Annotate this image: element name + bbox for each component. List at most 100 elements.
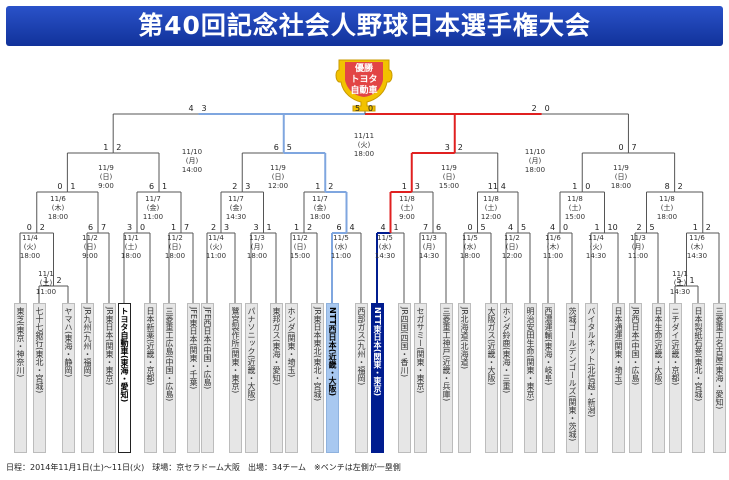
score: 0	[563, 223, 569, 232]
match-date: 11/9	[98, 164, 114, 172]
match-date: 11/1	[123, 234, 139, 242]
match-time: 11:00	[35, 288, 57, 296]
match-time: 12:00	[267, 182, 289, 190]
score: 1	[266, 223, 272, 232]
match-time: 18:00	[19, 252, 41, 260]
team-name: 大阪ガス(近畿・大阪)	[487, 307, 496, 386]
match-time: 18:00	[353, 150, 375, 158]
match-time: 18:00	[164, 252, 186, 260]
match-day: (月)	[631, 243, 645, 251]
match-date-label: 11/6(木)14:30	[683, 234, 711, 261]
team-box: NTT西日本(近畿・大阪)	[326, 303, 339, 453]
match-date-label: 11/7(金)18:00	[306, 195, 334, 222]
match-time: 9:00	[399, 213, 415, 221]
score: 2	[531, 104, 537, 113]
team-box: 日本生命(近畿・大阪)	[652, 303, 665, 453]
match-time: 14:00	[181, 166, 203, 174]
match-date-label: 11/10(月)14:00	[178, 148, 206, 175]
match-date-label: 11/8(土)18:00	[653, 195, 681, 222]
match-day: (火)	[23, 243, 37, 251]
match-date-label: 11/3(月)18:00	[243, 234, 271, 261]
match-date: 11/4	[208, 234, 224, 242]
match-day: (土)	[484, 204, 498, 212]
champion-badge-text: 優勝 トヨタ 自動車	[342, 64, 386, 97]
match-date: 11/2	[82, 234, 98, 242]
match-day: (日)	[168, 243, 182, 251]
team-name: JFE西日本(中国・広島)	[203, 307, 212, 390]
score: 1	[171, 223, 177, 232]
score: 1	[70, 182, 76, 191]
score: 6	[436, 223, 442, 232]
champion-badge-line1: 優勝	[354, 64, 373, 74]
match-day: (日)	[271, 173, 285, 181]
score: 1	[103, 143, 109, 152]
score: 8	[664, 182, 670, 191]
match-day: (木)	[690, 243, 704, 251]
team-name: 七十七銀行(東北・宮城)	[35, 307, 44, 394]
score: 4	[349, 223, 355, 232]
match-time: 14:30	[669, 288, 691, 296]
champion-badge-line2: トヨタ	[350, 75, 378, 85]
score: 6	[273, 143, 279, 152]
match-date: 11/6	[545, 234, 561, 242]
team-box: トヨタ自動車(東海・愛知)	[118, 303, 131, 453]
match-day: (日)	[83, 243, 97, 251]
match-date: 11/9	[613, 164, 629, 172]
score: 2	[39, 223, 45, 232]
match-date-label: 11/2(日)9:00	[76, 234, 104, 261]
champion-badge-icon	[335, 59, 393, 112]
score: 1	[315, 182, 321, 191]
match-time: 14:30	[418, 252, 440, 260]
match-date: 11/5	[377, 234, 393, 242]
score: 0	[467, 223, 473, 232]
match-day: (金)	[229, 204, 243, 212]
match-date: 11/10	[524, 148, 546, 156]
footer-note: 日程：2014年11月1日(土)～11日(火) 球場：京セラドーム大阪 出場：3…	[6, 463, 401, 472]
score: 3	[201, 104, 207, 113]
score: 2	[307, 223, 313, 232]
score: 1	[692, 223, 698, 232]
score: 2	[705, 223, 711, 232]
match-time: 12:00	[501, 252, 523, 260]
match-date: 11/7	[145, 195, 161, 203]
match-time: 18:00	[524, 166, 546, 174]
match-date: 11/8	[659, 195, 675, 203]
team-name: ニチダイ(近畿・京都)	[671, 307, 680, 386]
score: 3	[414, 182, 420, 191]
score: 4	[380, 223, 386, 232]
match-time: 11:00	[330, 252, 352, 260]
match-date: 11/4	[22, 234, 38, 242]
score: 0	[140, 223, 146, 232]
match-date-label: 11/7(金)14:30	[222, 195, 250, 222]
match-date-label: 11/7(金)11:00	[139, 195, 167, 222]
match-day: (水)	[463, 243, 477, 251]
score: 11	[487, 182, 498, 191]
score: 4	[508, 223, 514, 232]
team-box: 大阪ガス(近畿・大阪)	[485, 303, 498, 453]
team-box: JFE西日本(中国・広島)	[201, 303, 214, 453]
match-time: 18:00	[47, 213, 69, 221]
match-date-label: 11/9(日)12:00	[264, 164, 292, 191]
match-day: (土)	[568, 204, 582, 212]
score: 0	[368, 104, 374, 113]
match-date: 11/10	[181, 148, 203, 156]
team-box: 鷺宮製作所(関東・東京)	[229, 303, 242, 453]
team-name: ホンダ鈴鹿(東海・三重)	[502, 307, 511, 394]
match-time: 14:30	[585, 252, 607, 260]
match-day: (土)	[400, 204, 414, 212]
team-box: NTT東日本(関東・東京)	[371, 303, 384, 453]
score: 2	[211, 223, 217, 232]
match-date-label: 11/4(火)18:00	[16, 234, 44, 261]
match-date: 11/3	[630, 234, 646, 242]
match-time: 15:00	[438, 182, 460, 190]
match-date: 11/5	[333, 234, 349, 242]
team-box: ホンダ(関東・埼玉)	[285, 303, 298, 453]
match-day: (金)	[313, 204, 327, 212]
match-date: 11/2	[504, 234, 520, 242]
match-day: (日)	[505, 243, 519, 251]
team-box: 七十七銀行(東北・宮城)	[33, 303, 46, 453]
champion-badge-line3: 自動車	[350, 86, 378, 96]
match-day: (月)	[528, 157, 542, 165]
team-name: JFE東日本(関東・千葉)	[189, 307, 198, 390]
